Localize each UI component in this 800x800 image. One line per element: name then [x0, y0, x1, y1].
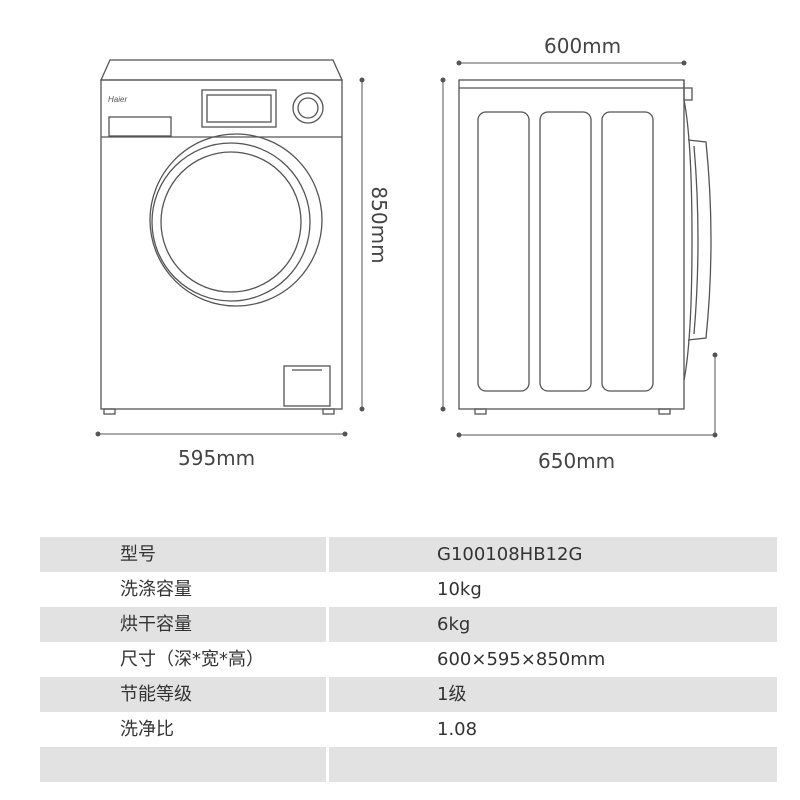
side-panel-1	[477, 111, 530, 392]
program-knob	[292, 92, 324, 124]
haier-logo: Haier	[108, 95, 127, 104]
side-height-dim-end-bottom	[440, 406, 446, 412]
spec-row-empty	[40, 747, 777, 782]
width-dim-end-left	[95, 431, 101, 437]
spec-label: 洗净比	[120, 719, 174, 740]
spec-label: 尺寸（深*宽*高）	[120, 649, 264, 670]
spec-value: 6kg	[329, 607, 777, 642]
side-panel-2	[539, 111, 592, 392]
side-panel-3	[601, 111, 654, 392]
depth-top-dim-end-right	[681, 60, 687, 66]
total-depth-ref-end	[712, 352, 718, 358]
front-top-panel	[99, 59, 344, 81]
front-foot-left	[103, 408, 116, 415]
height-label: 850mm	[367, 186, 391, 264]
spec-value: 10kg	[437, 579, 482, 600]
side-foot-right	[658, 408, 671, 415]
spec-value: 1.08	[437, 719, 478, 740]
total-depth-dim-end-right	[712, 432, 718, 438]
side-view	[458, 79, 712, 415]
side-knob	[683, 87, 693, 101]
spec-value: G100108HB12G	[329, 537, 777, 572]
filter-cover	[283, 365, 331, 407]
height-dim-end-bottom	[359, 406, 365, 412]
spec-label: 烘干容量	[40, 607, 326, 642]
spec-row-model: 型号 G100108HB12G	[40, 537, 777, 572]
spec-row-energy-grade: 节能等级 1级	[40, 677, 777, 712]
spec-label: 节能等级	[40, 677, 326, 712]
front-body	[100, 79, 343, 410]
spec-row-size: 尺寸（深*宽*高） 600×595×850mm	[40, 642, 777, 677]
spec-label: 洗涤容量	[120, 579, 192, 600]
side-height-dim-end-top	[440, 77, 446, 83]
display-screen	[206, 94, 272, 123]
spec-label: 型号	[40, 537, 326, 572]
spec-row-wash-capacity: 洗涤容量 10kg	[40, 572, 777, 607]
spec-row-dry-capacity: 烘干容量 6kg	[40, 607, 777, 642]
front-profile	[683, 99, 693, 381]
total-depth-label: 650mm	[538, 449, 616, 473]
dimension-drawing: Haier 600mm 850mm 595mm 650mm	[95, 34, 718, 473]
front-view	[99, 59, 344, 415]
washer-diagram-svg: Haier	[95, 59, 718, 438]
side-foot-left	[474, 408, 487, 415]
door-outer	[149, 133, 323, 307]
depth-top-dim-end-left	[456, 60, 462, 66]
total-depth-dim-end-left	[456, 432, 462, 438]
program-knob-inner	[297, 97, 319, 119]
side-body	[458, 79, 685, 410]
height-dim-end-top	[359, 77, 365, 83]
display-panel	[201, 89, 277, 128]
detergent-drawer	[108, 116, 172, 137]
spec-row-wash-ratio: 洗净比 1.08	[40, 712, 777, 747]
spec-value: 1级	[329, 677, 777, 712]
spec-label	[40, 747, 326, 782]
front-foot-right	[322, 408, 335, 415]
spec-value	[329, 747, 777, 782]
door-profile-inner	[693, 145, 699, 335]
depth-top-label: 600mm	[544, 34, 622, 58]
door-glass	[160, 151, 302, 293]
width-label: 595mm	[178, 446, 256, 470]
width-dim-end-right	[342, 431, 348, 437]
door-profile	[687, 139, 712, 341]
spec-value: 600×595×850mm	[437, 649, 606, 670]
door-ring	[151, 142, 311, 302]
spec-table: 型号 G100108HB12G 洗涤容量 10kg 烘干容量 6kg 尺寸（深*…	[40, 537, 777, 782]
